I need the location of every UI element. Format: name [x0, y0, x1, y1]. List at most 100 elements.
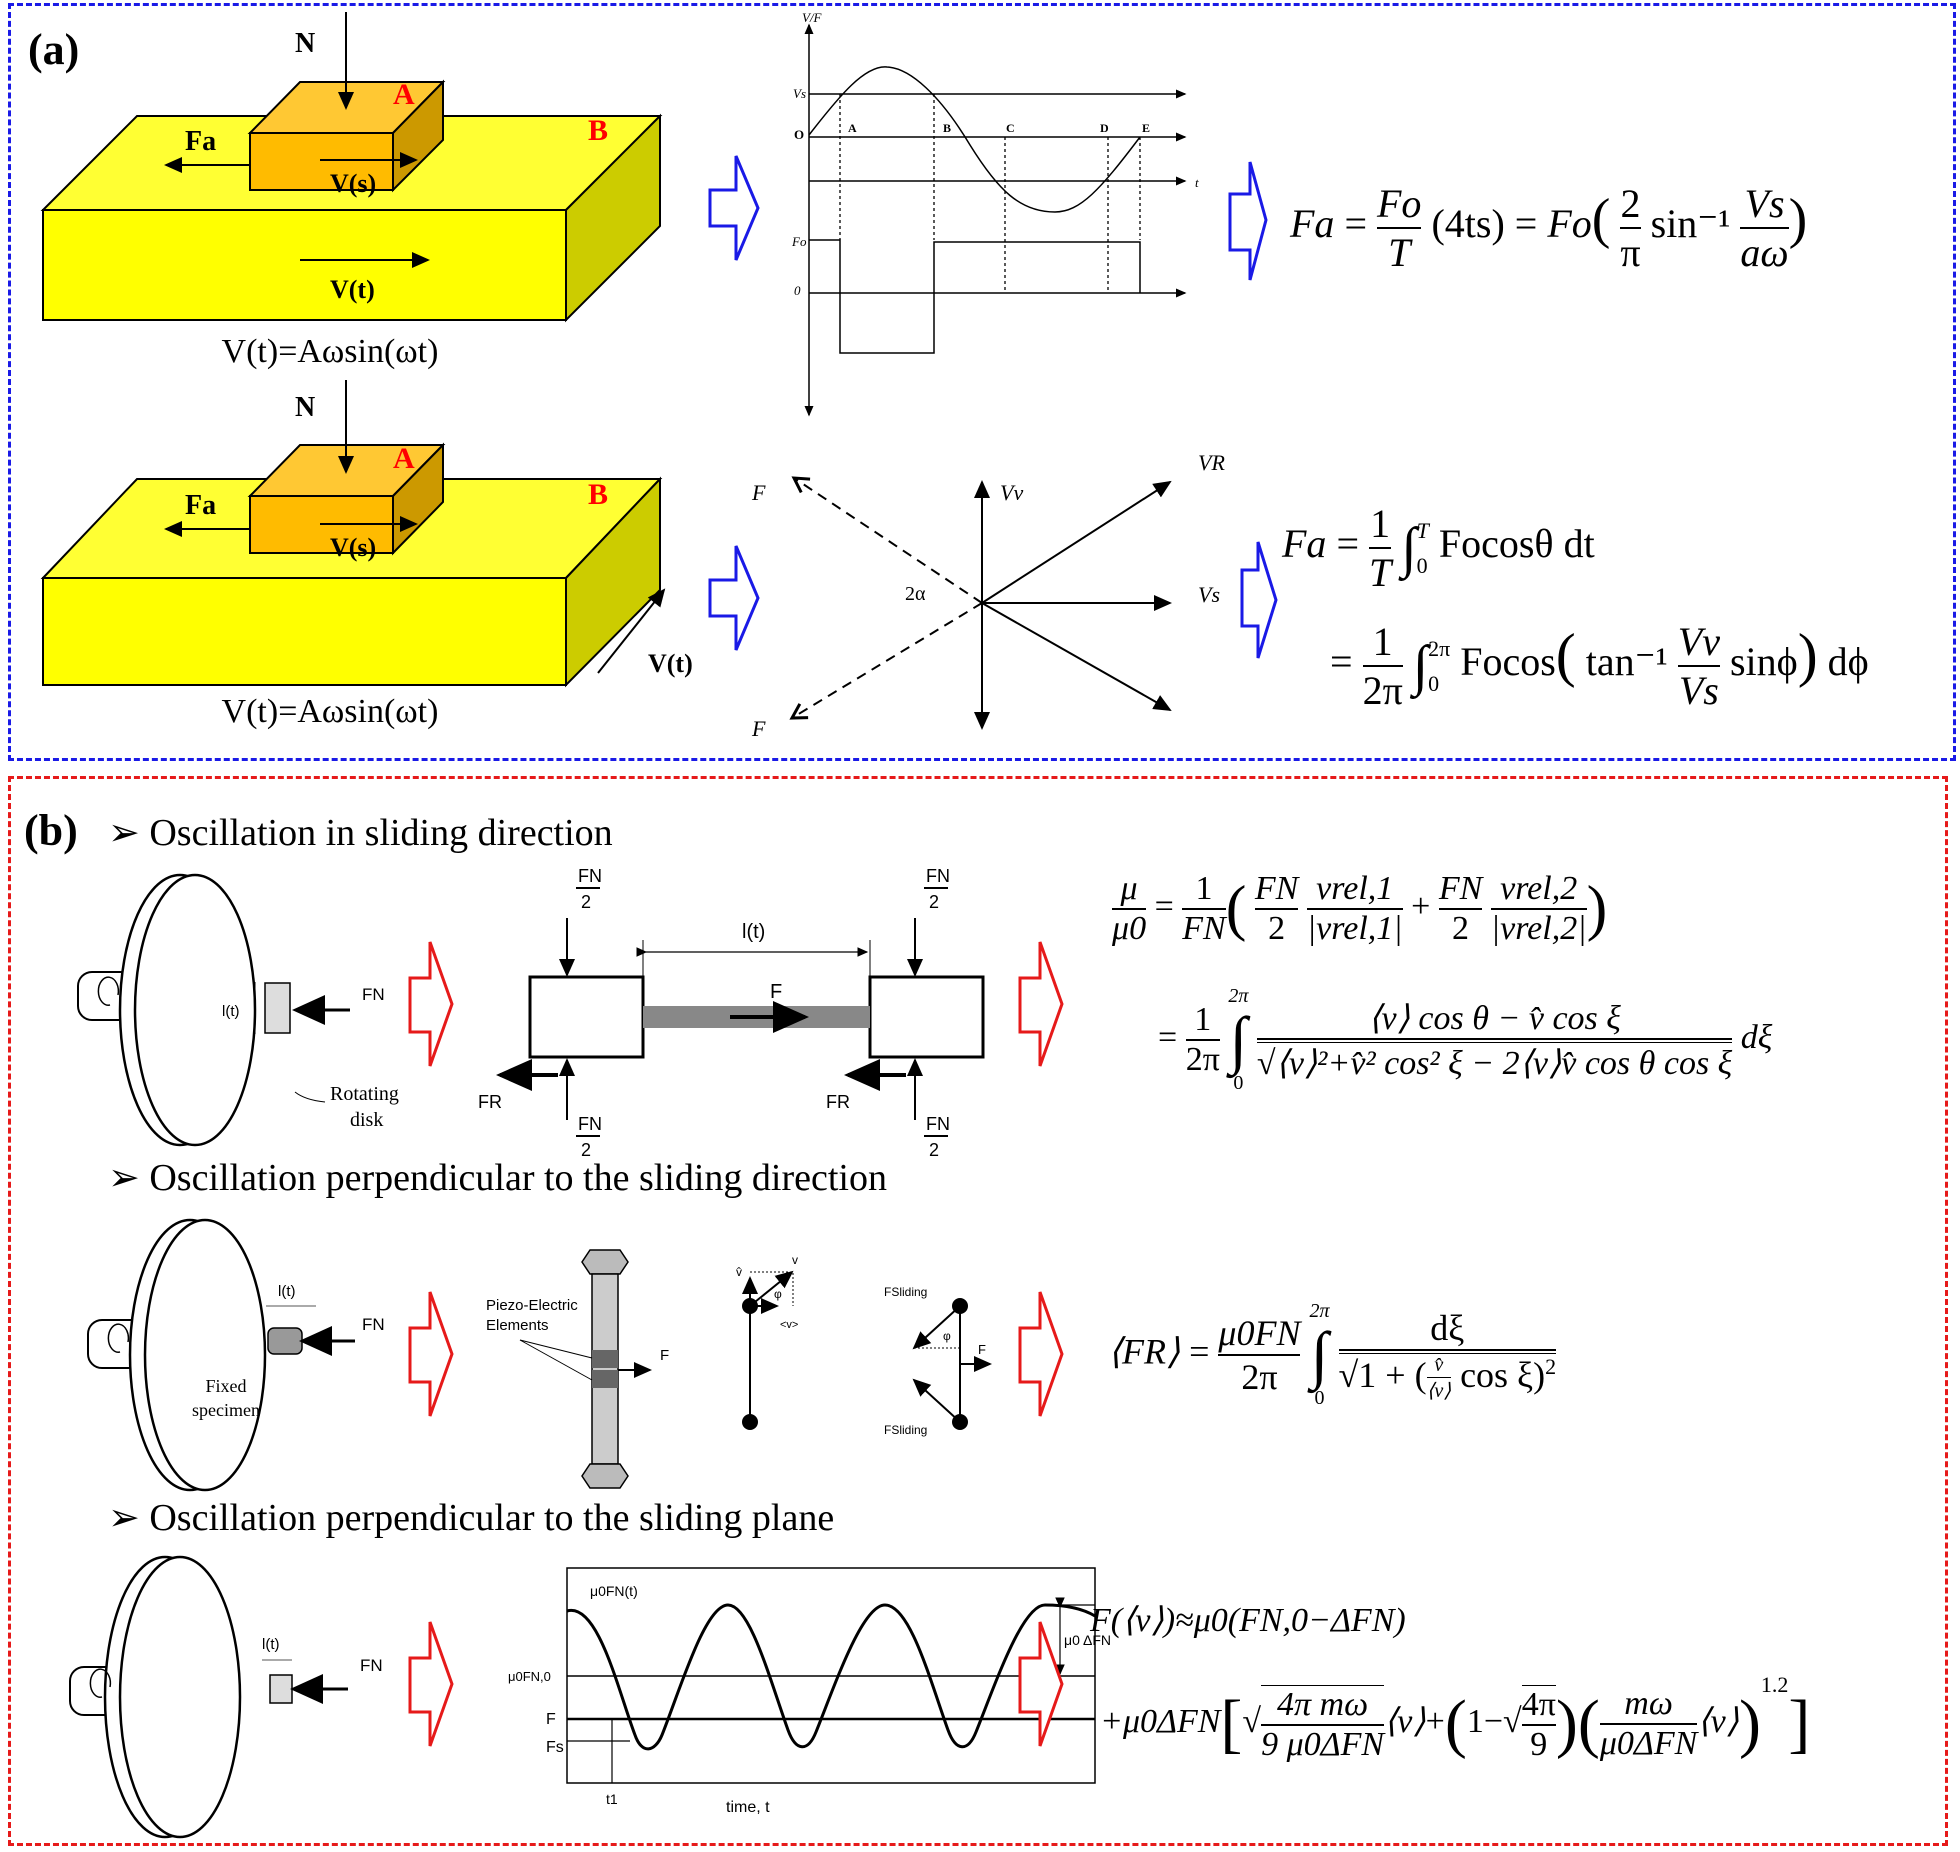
specimen-icon: [267, 1327, 303, 1355]
vs-vector-label: Vs: [1198, 582, 1220, 607]
disk-1-caption-1: Rotating: [330, 1083, 399, 1105]
mean-level-label: μ0FN,0: [508, 1669, 551, 1684]
base-velocity-label: V(t): [330, 275, 375, 304]
rotation-icon: [107, 1323, 130, 1353]
panel-b-frame: [8, 776, 1948, 1846]
gap-label: l(t): [742, 921, 765, 943]
piezo-force-label: F: [660, 1347, 669, 1364]
left-block: [528, 975, 645, 1059]
piezo-rod: [591, 1273, 619, 1465]
disk-2-caption-1: Fixed: [205, 1376, 246, 1396]
bullet-arrow-icon: ➢: [108, 1157, 150, 1199]
rotation-icon: [97, 976, 120, 1006]
piezo-element-2: [592, 1370, 618, 1388]
v-label: v: [792, 1253, 798, 1267]
panel-a-frame: [8, 3, 1956, 761]
half-load-tr-den: 2: [929, 892, 939, 912]
block-b-label: B: [588, 114, 608, 147]
point-c-label: C: [1006, 121, 1015, 135]
flow-arrow-a2: [1228, 161, 1268, 281]
section-2-heading: ➢ Oscillation perpendicular to the slidi…: [108, 1157, 887, 1199]
velocity-vector-diagram: F F 2α Vv VR Vs: [751, 450, 1225, 741]
flow-arrow-b1: [408, 941, 454, 1067]
vr-label: VR: [1198, 450, 1225, 475]
fs-level-label: Fs: [546, 1739, 564, 1756]
block-a-label: A: [393, 78, 415, 111]
phi-label: φ: [774, 1287, 782, 1301]
half-load-br-den: 2: [929, 1140, 939, 1160]
base-velocity-label-2: V(t): [648, 649, 693, 678]
disk-3-normal-label: FN: [360, 1656, 383, 1675]
block-b-side: [565, 113, 661, 323]
v-mean-label: <v>: [780, 1319, 798, 1331]
equation-fa-square-wave: Fa = Fo T (4ts) = Fo( 2 π sin⁻¹ Vs aω ): [1290, 181, 1808, 275]
t1-label: t1: [606, 1791, 618, 1807]
flow-arrow-a4: [1240, 541, 1278, 659]
flow-arrow-a3: [708, 545, 760, 651]
bullet-arrow-icon: ➢: [108, 812, 150, 854]
piezo-element-1: [592, 1350, 618, 1368]
f-level-label: F: [546, 1711, 556, 1728]
sliding-blocks-row1: N A B Fa V(s) V(t) V(t)=Aωsin(ωt): [40, 12, 663, 370]
velocity-force-graph: V/F t Vs O Fo 0 A B C D E: [791, 10, 1199, 417]
panel-a-tag: (a): [28, 25, 80, 74]
fo-label: Fo: [791, 234, 807, 249]
flow-arrow-a1: [708, 155, 760, 261]
equation-friction-approx-1: F(⟨v⟩)≈μ0(FN,0−ΔFN): [1090, 1602, 1406, 1639]
phi2-label: φ: [943, 1329, 951, 1343]
disk-1-displacement-label: l(t): [222, 1003, 240, 1020]
f-sliding-bottom-label: FSliding: [884, 1423, 927, 1437]
row2-caption: V(t)=Aωsin(ωt): [222, 693, 439, 730]
disk-3-displacement-label: l(t): [262, 1636, 280, 1653]
sliding-direction-schematic: l(t) F FR FR FN 2 FN 2 FN 2 FN 2: [478, 866, 985, 1160]
half-load-br-num: FN: [926, 1114, 950, 1134]
section-1-heading: ➢ Oscillation in sliding direction: [108, 812, 613, 854]
bullet-arrow-icon: ➢: [108, 1497, 150, 1539]
slider-velocity-label-2: V(s): [330, 533, 376, 562]
section-3-heading: ➢ Oscillation perpendicular to the slidi…: [108, 1497, 835, 1539]
friction-left-label: FR: [478, 1092, 502, 1112]
normal-force-oscillation-graph: μ0FN(t) μ0 ΔFN μ0FN,0 F Fs t1 time, t: [508, 1567, 1111, 1816]
amplitude-label: μ0 ΔFN: [1064, 1632, 1111, 1648]
disk-2-normal-label: FN: [362, 1315, 385, 1334]
vv-label: Vv: [1000, 480, 1023, 505]
piezo-schematic: Piezo-Electric Elements F v̂ v φ <v> FSl…: [486, 1249, 992, 1489]
force-vector-top: [791, 476, 983, 604]
panel-b-tag: (b): [24, 806, 78, 855]
flow-arrow-b2: [1018, 941, 1064, 1067]
disk-1-normal-label: FN: [362, 985, 385, 1004]
point-b-label: B: [943, 121, 951, 135]
sliding-blocks-row2: N A B Fa V(s) V(t) V(t)=Aωsin(ωt): [40, 380, 693, 730]
v-hat-label: v̂: [736, 1265, 742, 1279]
force-bottom-label: F: [751, 716, 766, 741]
disk-2-displacement-label: l(t): [278, 1283, 296, 1300]
point-e-label: E: [1142, 121, 1150, 135]
origin-label: O: [794, 127, 804, 142]
point-a-label: A: [848, 121, 857, 135]
rotating-disk-1: l(t) FN Rotating disk: [77, 873, 399, 1147]
specimen-icon: [269, 1674, 293, 1704]
flow-arrow-b5: [408, 1621, 454, 1747]
normal-force-label-2: N: [295, 392, 315, 423]
rotating-disk-3: l(t) FN: [69, 1555, 383, 1839]
block-b-label-2: B: [588, 478, 608, 511]
normal-force-label: N: [295, 28, 315, 59]
equation-mu-ratio: μ μ0 = 1 FN ( FN 2 vrel,1 |vrel,1| + FN …: [1112, 870, 1608, 947]
half-load-bl-den: 2: [581, 1140, 591, 1160]
y-axis-label: V/F: [802, 10, 823, 25]
half-load-tl-num: FN: [578, 866, 602, 886]
specimen-icon: [264, 982, 291, 1034]
flow-arrow-b4: [1018, 1291, 1064, 1417]
piezo-label-1: Piezo-Electric: [486, 1297, 578, 1314]
equation-mu-integral: = 1 2π 2π ∫ 0 ⟨v⟩ cos θ − v̂ cos ξ √⟨v⟩²…: [1158, 985, 1773, 1094]
disk-1-caption-2: disk: [350, 1109, 383, 1131]
base-velocity-arrow-perp: [597, 588, 666, 674]
curve-label: μ0FN(t): [590, 1583, 638, 1599]
half-load-tr-num: FN: [926, 866, 950, 886]
half-load-tl-den: 2: [581, 892, 591, 912]
t-axis-label: t: [1195, 175, 1199, 190]
point-d-label: D: [1100, 121, 1109, 135]
force-label: F: [770, 981, 782, 1003]
